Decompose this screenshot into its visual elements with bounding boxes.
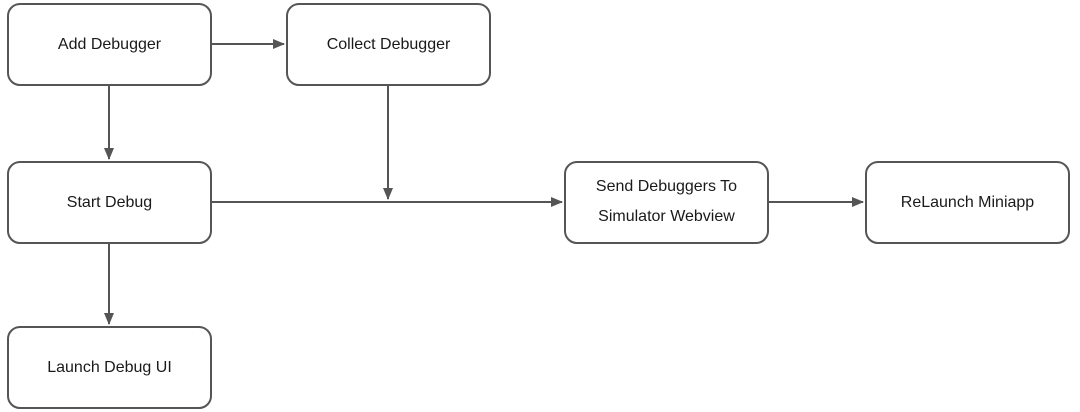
node-send-debuggers-label-line1: Send Debuggers To (596, 178, 737, 195)
node-launch-debug-ui-label: Launch Debug UI (47, 359, 172, 376)
node-start-debug: Start Debug (7, 161, 212, 244)
node-start-debug-label: Start Debug (67, 194, 152, 211)
edges (104, 39, 864, 325)
node-collect-debugger-label: Collect Debugger (327, 36, 451, 53)
node-collect-debugger: Collect Debugger (286, 3, 491, 86)
node-relaunch-miniapp: ReLaunch Miniapp (865, 161, 1070, 244)
node-add-debugger-label: Add Debugger (58, 36, 162, 53)
node-relaunch-miniapp-label: ReLaunch Miniapp (901, 194, 1035, 211)
node-add-debugger: Add Debugger (7, 3, 212, 86)
node-launch-debug-ui: Launch Debug UI (7, 326, 212, 409)
node-send-debuggers-label-line2: Simulator Webview (598, 208, 735, 225)
node-send-debuggers: Send Debuggers To Simulator Webview (564, 161, 769, 244)
